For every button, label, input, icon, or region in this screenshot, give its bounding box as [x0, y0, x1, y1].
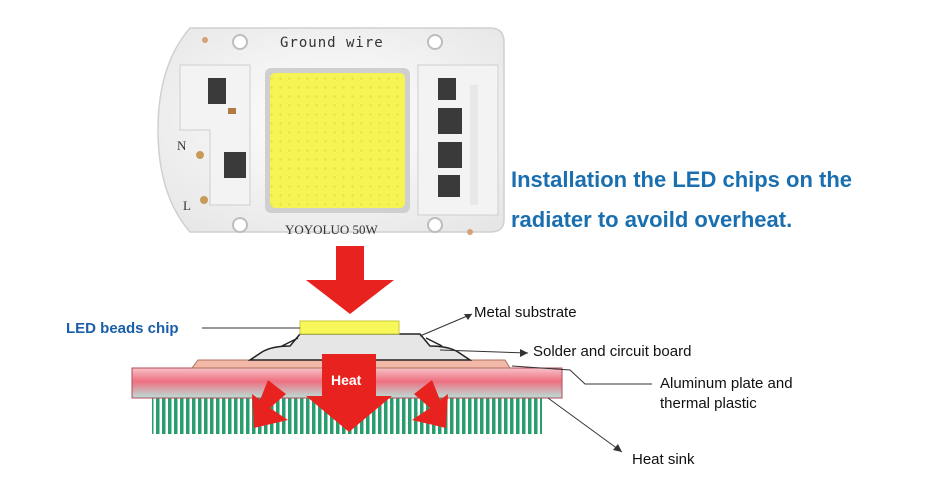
- headline-line-2: radiater to avoild overheat.: [511, 207, 793, 232]
- down-arrow: [306, 246, 394, 314]
- ground-wire-label: Ground wire: [280, 35, 384, 51]
- brand-label: YOYOLUO 50W: [285, 222, 378, 237]
- led-chip: [299, 320, 400, 335]
- pin-l-label: L: [183, 198, 191, 213]
- heat-arrow-left: [252, 380, 288, 428]
- led-module-illustration: [157, 27, 505, 235]
- aluminum-plate-label-line-1: Aluminum plate and: [660, 375, 793, 392]
- led-beads-chip-label: LED beads chip: [66, 320, 179, 337]
- heat-arrow-center: [306, 354, 392, 432]
- chip-package: [247, 333, 473, 361]
- headline-line-1: Installation the LED chips on the: [511, 167, 853, 192]
- metal-substrate-label: Metal substrate: [474, 304, 577, 321]
- pin-n-label: N: [177, 138, 187, 153]
- heat-sink-label: Heat sink: [632, 451, 695, 468]
- aluminum-plate-label-line-2: thermal plastic: [660, 395, 757, 412]
- heat-arrow-label: Heat: [331, 372, 362, 388]
- heat-arrow-right: [412, 380, 448, 428]
- solder-circuit-label: Solder and circuit board: [533, 343, 692, 360]
